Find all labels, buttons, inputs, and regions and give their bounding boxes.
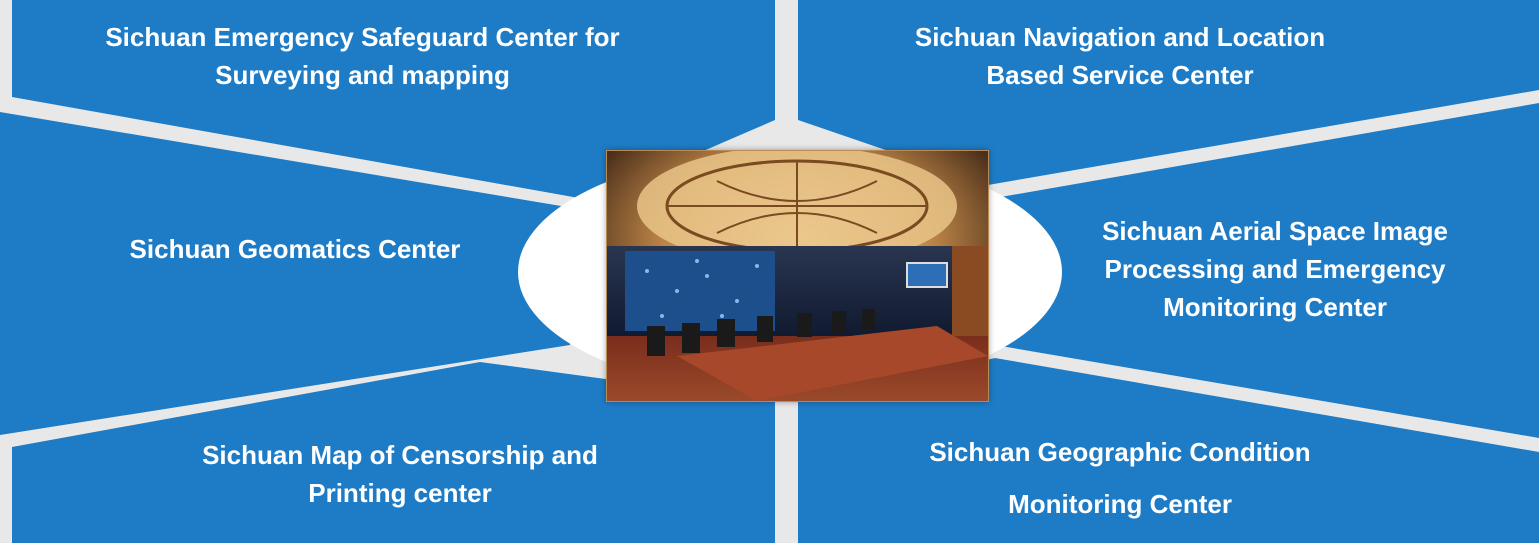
panel-bottom-right bbox=[798, 358, 1539, 543]
panel-middle-left bbox=[0, 112, 585, 435]
center-top-left: Sichuan Emergency Safeguard Center for S… bbox=[105, 22, 620, 90]
panel-bottom-left bbox=[12, 362, 775, 543]
center-middle-right: Sichuan Aerial Space Image Processing an… bbox=[1102, 216, 1448, 322]
panel-top-right bbox=[798, 0, 1539, 185]
center-bottom-right: Sichuan Geographic Condition Monitoring … bbox=[929, 437, 1311, 519]
center-bottom-left: Sichuan Map of Censorship and Printing c… bbox=[202, 440, 598, 508]
panel-top-left bbox=[12, 0, 775, 200]
panel-middle-right bbox=[995, 103, 1539, 438]
conference-room-photo bbox=[606, 150, 989, 402]
center-middle-left: Sichuan Geomatics Center bbox=[129, 234, 461, 264]
center-top-right: Sichuan Navigation and Location Based Se… bbox=[914, 22, 1326, 90]
